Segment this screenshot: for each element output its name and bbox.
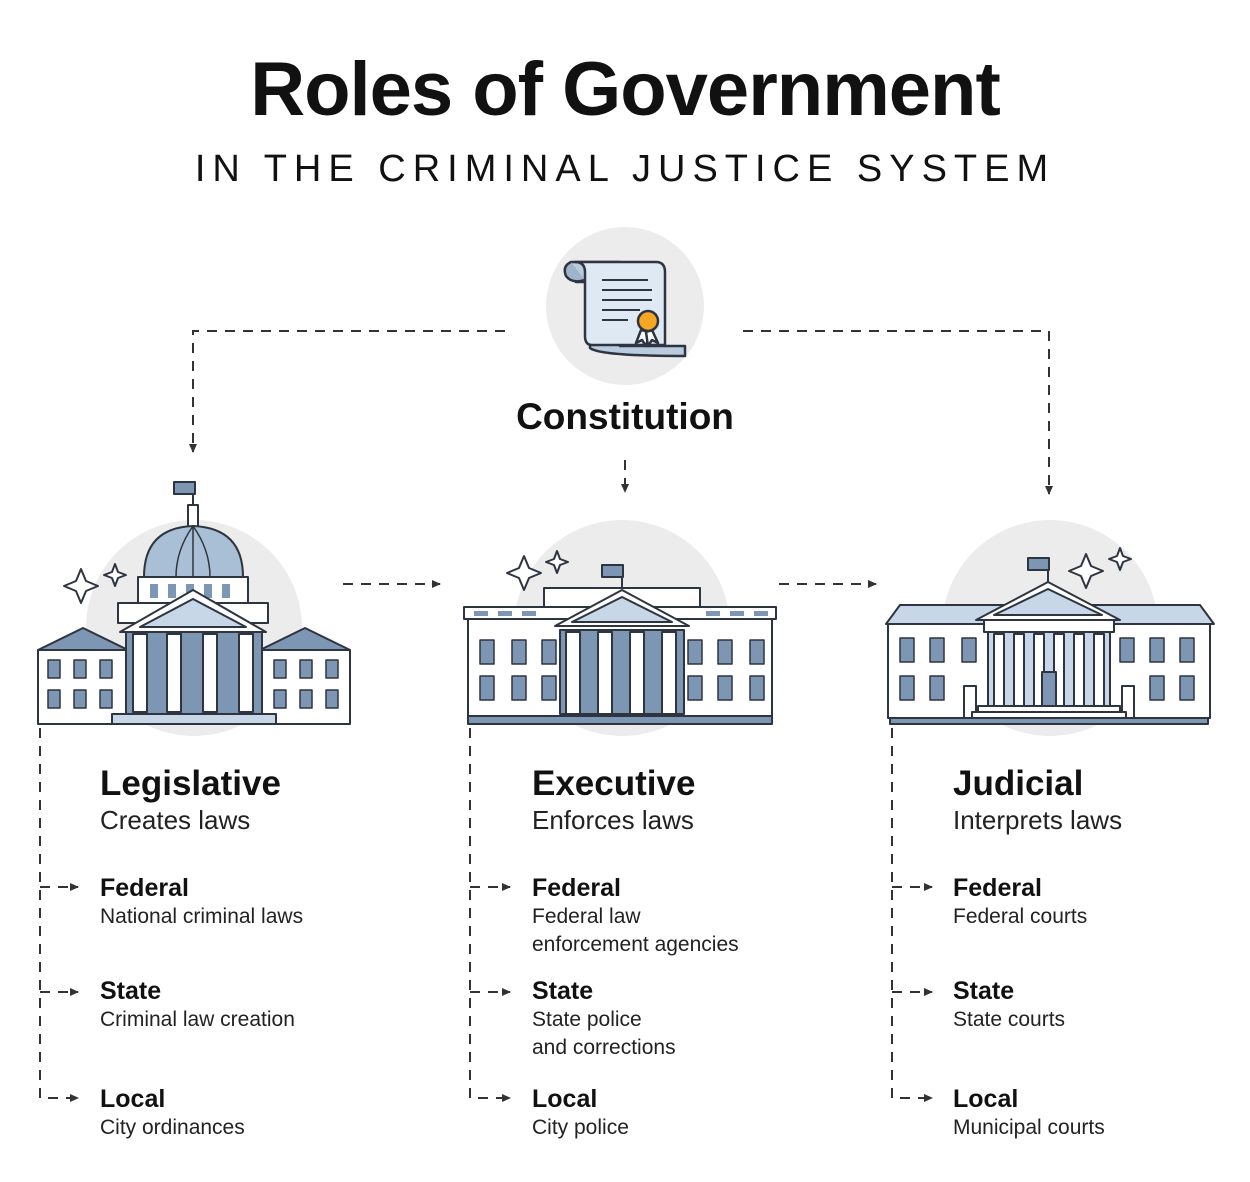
- courthouse-icon: [885, 557, 1215, 725]
- branch-name: Legislative: [100, 764, 281, 803]
- level-desc: Federal law enforcement agencies: [532, 905, 739, 956]
- level-federal: Federal Federal courts: [953, 876, 1087, 931]
- level-name: Federal: [100, 874, 189, 902]
- sparkle-icon: [1068, 547, 1132, 589]
- page-title: Roles of Government: [250, 47, 1001, 132]
- level-local: Local City police: [532, 1087, 629, 1142]
- legislative-spine: [39, 728, 79, 1102]
- branch-role: Creates laws: [100, 805, 251, 835]
- constitution-label: Constitution: [516, 396, 734, 437]
- sparkle-icon: [63, 563, 127, 604]
- sparkle-icon: [506, 550, 569, 591]
- level-desc: Federal courts: [953, 905, 1088, 928]
- level-desc: State police and corrections: [532, 1008, 676, 1059]
- branch-name: Executive: [532, 764, 696, 803]
- level-name: Federal: [532, 874, 621, 902]
- level-desc: Criminal law creation: [100, 1008, 295, 1031]
- level-name: State: [953, 977, 1015, 1005]
- executive-spine: [469, 728, 511, 1102]
- scroll-icon: [563, 260, 687, 358]
- page-subtitle: IN THE CRIMINAL JUSTICE SYSTEM: [194, 148, 1056, 190]
- level-name: State: [532, 977, 594, 1005]
- level-local: Local City ordinances: [100, 1087, 245, 1142]
- level-desc: City police: [532, 1116, 629, 1139]
- branch-name: Judicial: [953, 764, 1084, 803]
- level-desc: National criminal laws: [100, 905, 304, 928]
- connector-to-judicial: [743, 330, 1053, 495]
- white-house-icon: [463, 564, 777, 725]
- level-desc: State courts: [953, 1008, 1066, 1031]
- level-desc: City ordinances: [100, 1116, 245, 1139]
- level-state: State State police and corrections: [532, 979, 676, 1062]
- connector-to-legislative: [189, 330, 505, 453]
- level-name: Local: [100, 1085, 166, 1113]
- level-name: State: [100, 977, 162, 1005]
- level-local: Local Municipal courts: [953, 1087, 1105, 1142]
- capitol-building-icon: [37, 481, 351, 725]
- level-name: Federal: [953, 874, 1042, 902]
- level-federal: Federal National criminal laws: [100, 876, 303, 931]
- judicial-spine: [891, 728, 933, 1102]
- branch-role: Interprets laws: [953, 805, 1123, 835]
- branch-judicial: Judicial Interprets laws: [953, 766, 1122, 833]
- level-desc: Municipal courts: [953, 1116, 1105, 1139]
- branch-executive: Executive Enforces laws: [532, 766, 695, 833]
- branch-legislative: Legislative Creates laws: [100, 766, 281, 833]
- level-state: State Criminal law creation: [100, 979, 295, 1034]
- branch-role: Enforces laws: [532, 805, 694, 835]
- level-federal: Federal Federal law enforcement agencies: [532, 876, 739, 959]
- level-name: Local: [953, 1085, 1019, 1113]
- level-name: Local: [532, 1085, 598, 1113]
- level-state: State State courts: [953, 979, 1065, 1034]
